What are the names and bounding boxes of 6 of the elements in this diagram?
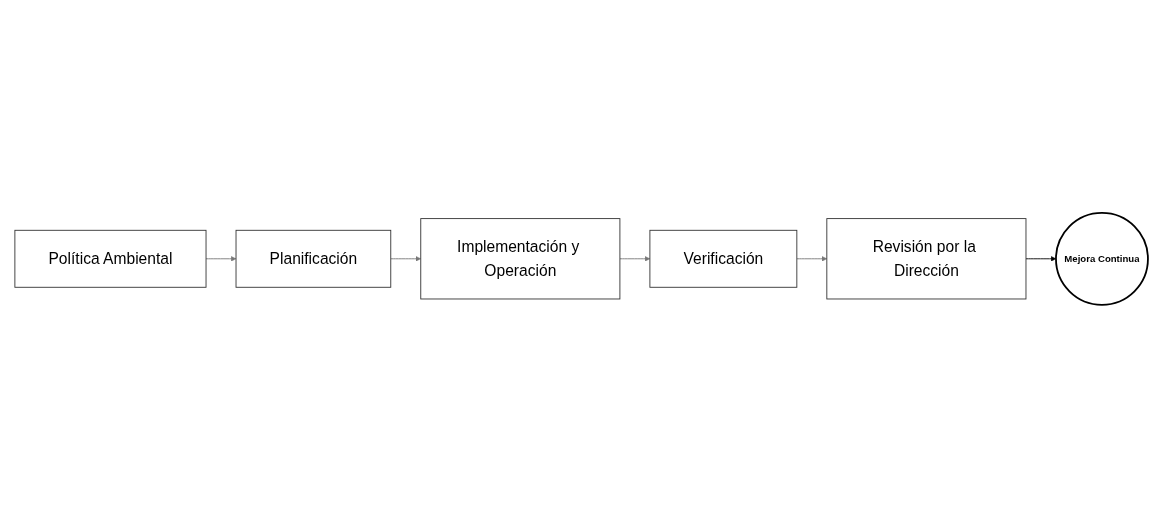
node-box: Revisión por la Dirección xyxy=(826,218,1027,300)
node-circle: Mejora Continua xyxy=(1055,212,1149,306)
node-box: Política Ambiental xyxy=(14,230,207,288)
node-box: Planificación xyxy=(235,230,392,288)
node-box: Implementación y Operación xyxy=(420,218,621,300)
node-box: Verificación xyxy=(649,230,798,288)
